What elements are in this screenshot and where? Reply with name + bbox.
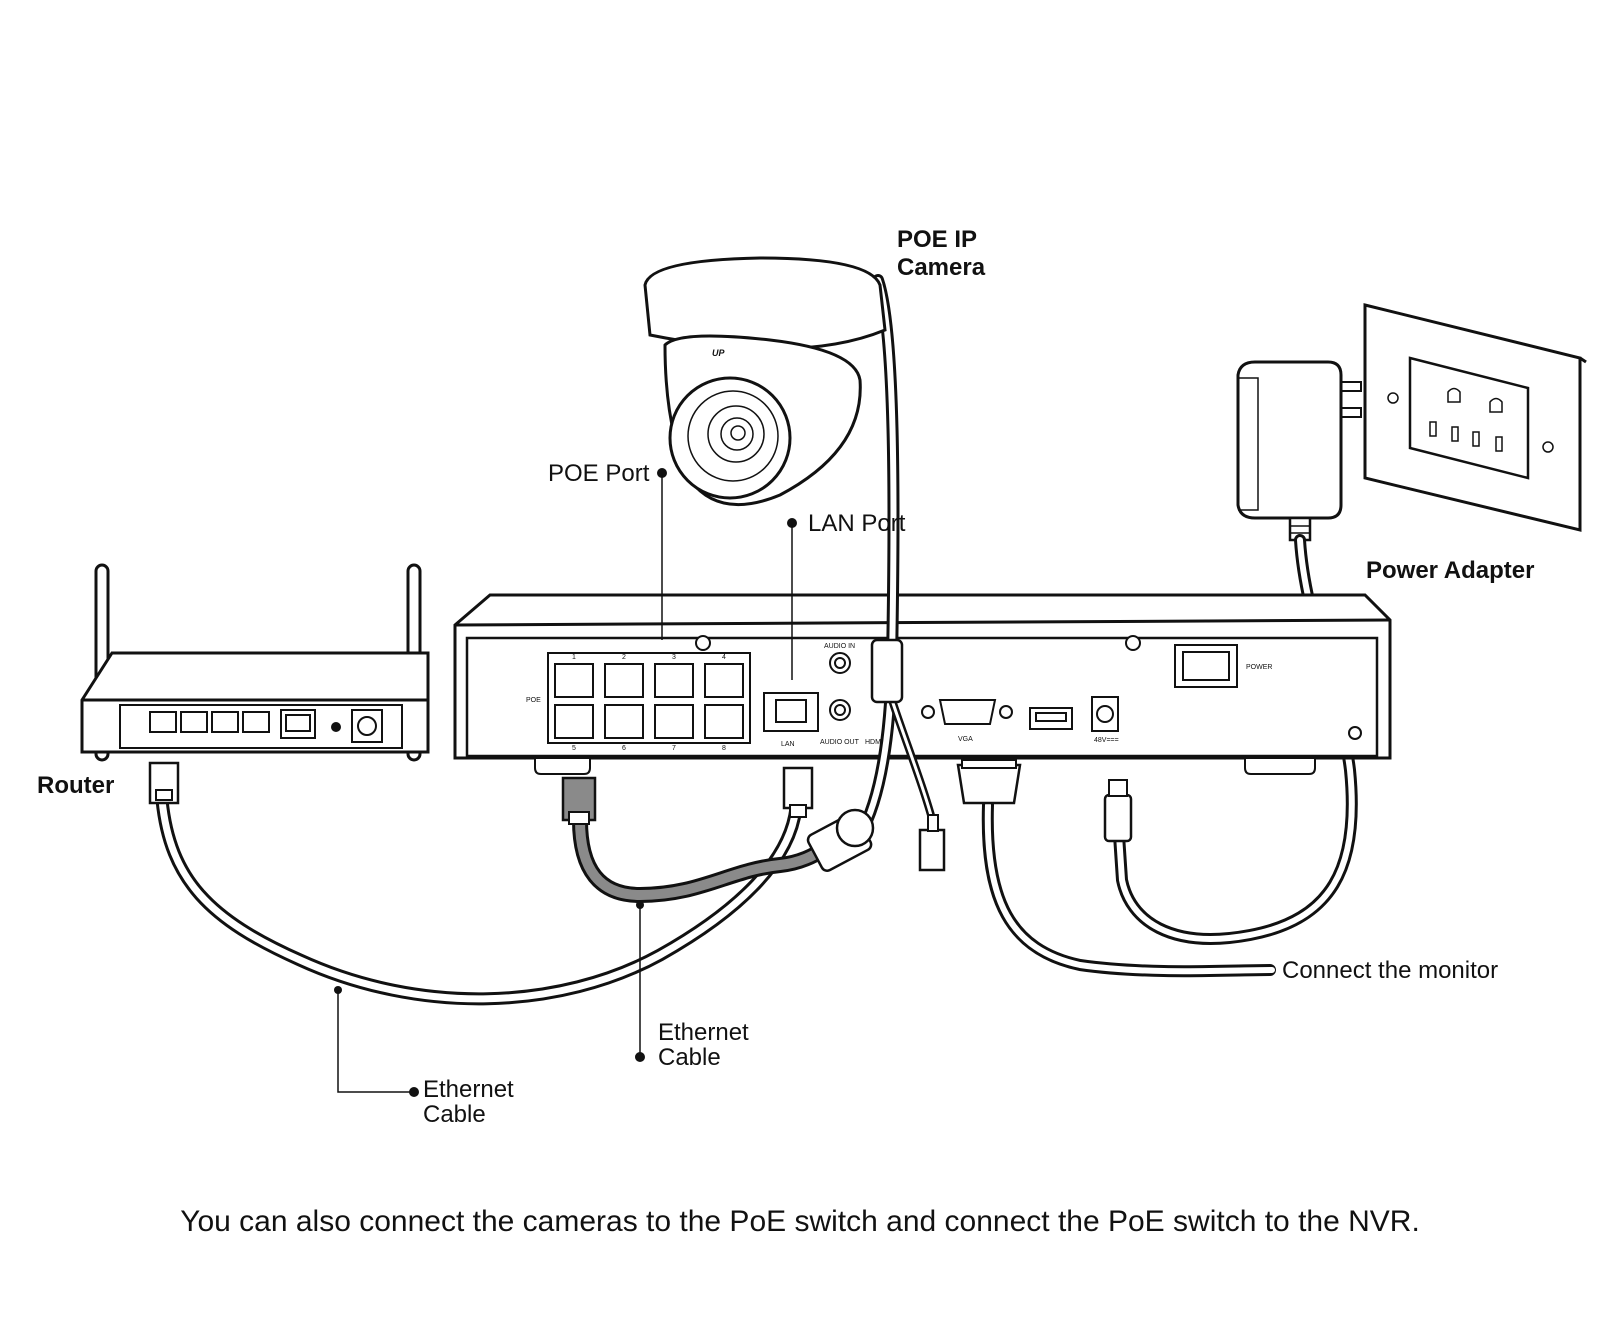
- router-label: Router: [37, 772, 114, 799]
- port-num-5: 5: [572, 745, 576, 752]
- callout-lines: [334, 468, 797, 1097]
- poe-panel-label: POE: [526, 697, 541, 704]
- ethernet-cable-b-line2: Cable: [658, 1044, 721, 1071]
- ethernet-cable-b-line1: Ethernet: [658, 1019, 749, 1046]
- camera-logo: UP: [712, 348, 725, 358]
- port-num-6: 6: [622, 745, 626, 752]
- lan-port-label: LAN Port: [808, 510, 906, 537]
- audio-out-label: AUDIO OUT: [820, 739, 860, 746]
- wall-outlet: [1363, 303, 1587, 532]
- cables: [148, 274, 1276, 1006]
- ethernet-cable-a-line1: Ethernet: [423, 1076, 514, 1103]
- poe-ports: [554, 663, 744, 739]
- lan-panel-label: LAN: [781, 741, 795, 748]
- port-num-7: 7: [672, 745, 676, 752]
- power-switch-label: POWER: [1246, 664, 1272, 671]
- camera-label-line2: Camera: [897, 254, 986, 281]
- port-num-4: 4: [722, 654, 726, 661]
- audio-in-label: AUDIO IN: [824, 643, 855, 650]
- camera-label-line1: POE IP: [897, 226, 977, 253]
- port-num-1: 1: [572, 654, 576, 661]
- power-adapter-label: Power Adapter: [1366, 557, 1534, 584]
- nvr-device: POE 1 2 3 4 5 6 7 8 LAN AUDIO IN AUDIO O…: [453, 593, 1392, 775]
- connect-monitor-label: Connect the monitor: [1282, 957, 1498, 984]
- poe-ip-camera: UP: [643, 256, 887, 507]
- poe-port-label: POE Port: [548, 460, 650, 487]
- router-device: [80, 563, 430, 762]
- diagram-caption: You can also connect the cameras to the …: [180, 1205, 1420, 1238]
- port-num-3: 3: [672, 654, 676, 661]
- vga-label: VGA: [958, 736, 973, 743]
- ethernet-cable-a-line2: Cable: [423, 1101, 486, 1128]
- port-num-2: 2: [622, 654, 626, 661]
- dc-label: 48V===: [1094, 737, 1119, 744]
- port-num-8: 8: [722, 745, 726, 752]
- hdmi-label: HDMI: [865, 739, 883, 746]
